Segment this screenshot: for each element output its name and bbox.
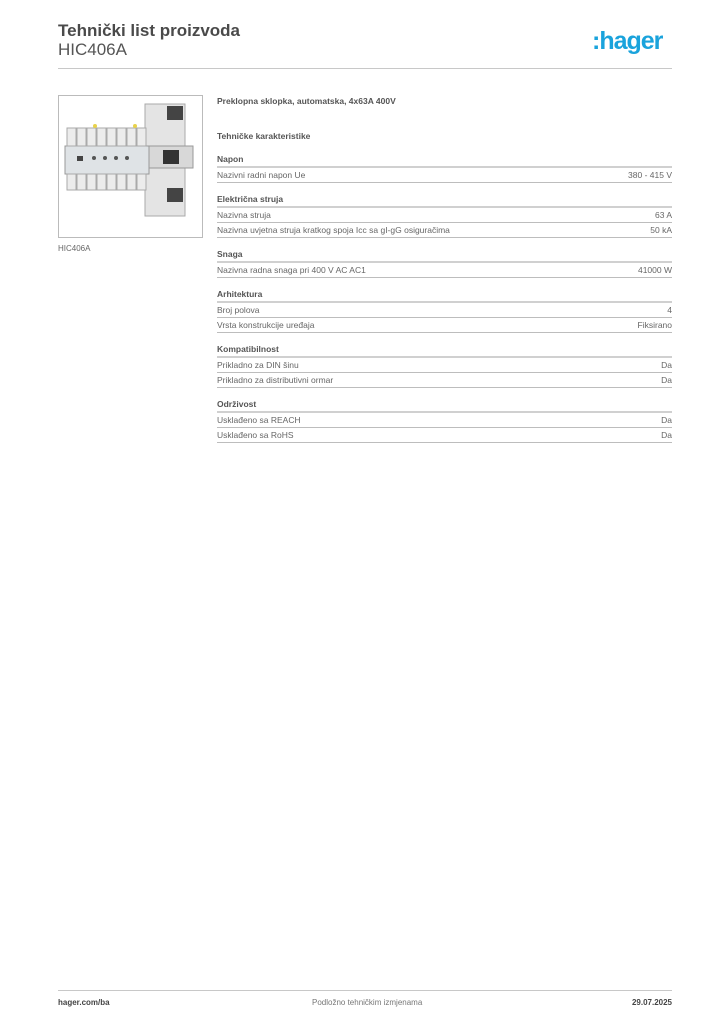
section-title: Kompatibilnost [217, 342, 672, 358]
spec-panel: Preklopna sklopka, automatska, 4x63A 400… [217, 96, 672, 452]
spec-value: 4 [667, 305, 672, 315]
spec-label: Nazivni radni napon Ue [217, 170, 306, 180]
spec-row: Usklađeno sa RoHS Da [217, 428, 672, 443]
spec-label: Nazivna struja [217, 210, 271, 220]
spec-row: Nazivna radna snaga pri 400 V AC AC1 410… [217, 263, 672, 278]
spec-row: Nazivna uvjetna struja kratkog spoja Icc… [217, 223, 672, 238]
section-title: Napon [217, 152, 672, 168]
spec-label: Prikladno za distributivni ormar [217, 375, 334, 385]
header-divider [58, 68, 672, 69]
spec-value: 63 A [654, 210, 672, 220]
section-title: Snaga [217, 247, 672, 263]
spec-section: Održivost Usklađeno sa REACH Da Usklađen… [217, 397, 672, 443]
spec-value: Fiksirano [637, 320, 672, 330]
spec-label: Nazivna radna snaga pri 400 V AC AC1 [217, 265, 366, 275]
spec-value: Da [661, 430, 672, 440]
product-description: Preklopna sklopka, automatska, 4x63A 400… [217, 96, 396, 106]
spec-row: Prikladno za distributivni ormar Da [217, 373, 672, 388]
section-title: Arhitektura [217, 287, 672, 303]
characteristics-heading: Tehničke karakteristike [217, 131, 311, 141]
spec-value: Da [661, 375, 672, 385]
spec-row: Prikladno za DIN šinu Da [217, 358, 672, 373]
spec-section: Električna struja Nazivna struja 63 A Na… [217, 192, 672, 238]
footer-notice: Podložno tehničkim izmjenama [312, 998, 423, 1007]
spec-row: Broj polova 4 [217, 303, 672, 318]
spec-section: Napon Nazivni radni napon Ue 380 - 415 V [217, 152, 672, 183]
spec-section: Snaga Nazivna radna snaga pri 400 V AC A… [217, 247, 672, 278]
spec-label: Usklađeno sa RoHS [217, 430, 294, 440]
spec-value: 41000 W [637, 265, 672, 275]
switch-illustration-icon [64, 103, 194, 217]
section-title: Električna struja [217, 192, 672, 208]
spec-label: Prikladno za DIN šinu [217, 360, 299, 370]
page-title: Tehnički list proizvoda [58, 21, 240, 40]
spec-value: 50 kA [650, 225, 672, 235]
spec-value: 380 - 415 V [628, 170, 672, 180]
footer-divider [58, 990, 672, 991]
spec-label: Broj polova [217, 305, 260, 315]
spec-section: Kompatibilnost Prikladno za DIN šinu Da … [217, 342, 672, 388]
section-title: Održivost [217, 397, 672, 413]
spec-row: Nazivni radni napon Ue 380 - 415 V [217, 168, 672, 183]
spec-label: Nazivna uvjetna struja kratkog spoja Icc… [217, 225, 450, 235]
footer-date: 29.07.2025 [631, 998, 672, 1007]
image-caption: HIC406A [58, 244, 91, 253]
footer-website: hager.com/ba [58, 998, 110, 1007]
spec-row: Nazivna struja 63 A [217, 208, 672, 223]
spec-value: Da [661, 415, 672, 425]
spec-value: Da [661, 360, 672, 370]
spec-label: Vrsta konstrukcije uređaja [217, 320, 315, 330]
product-code: HIC406A [58, 40, 127, 59]
spec-row: Vrsta konstrukcije uređaja Fiksirano [217, 318, 672, 333]
hager-logo: :hager [592, 27, 663, 55]
spec-sections: Napon Nazivni radni napon Ue 380 - 415 V… [217, 152, 672, 443]
product-image [58, 95, 203, 238]
spec-row: Usklađeno sa REACH Da [217, 413, 672, 428]
spec-section: Arhitektura Broj polova 4 Vrsta konstruk… [217, 287, 672, 333]
spec-label: Usklađeno sa REACH [217, 415, 301, 425]
